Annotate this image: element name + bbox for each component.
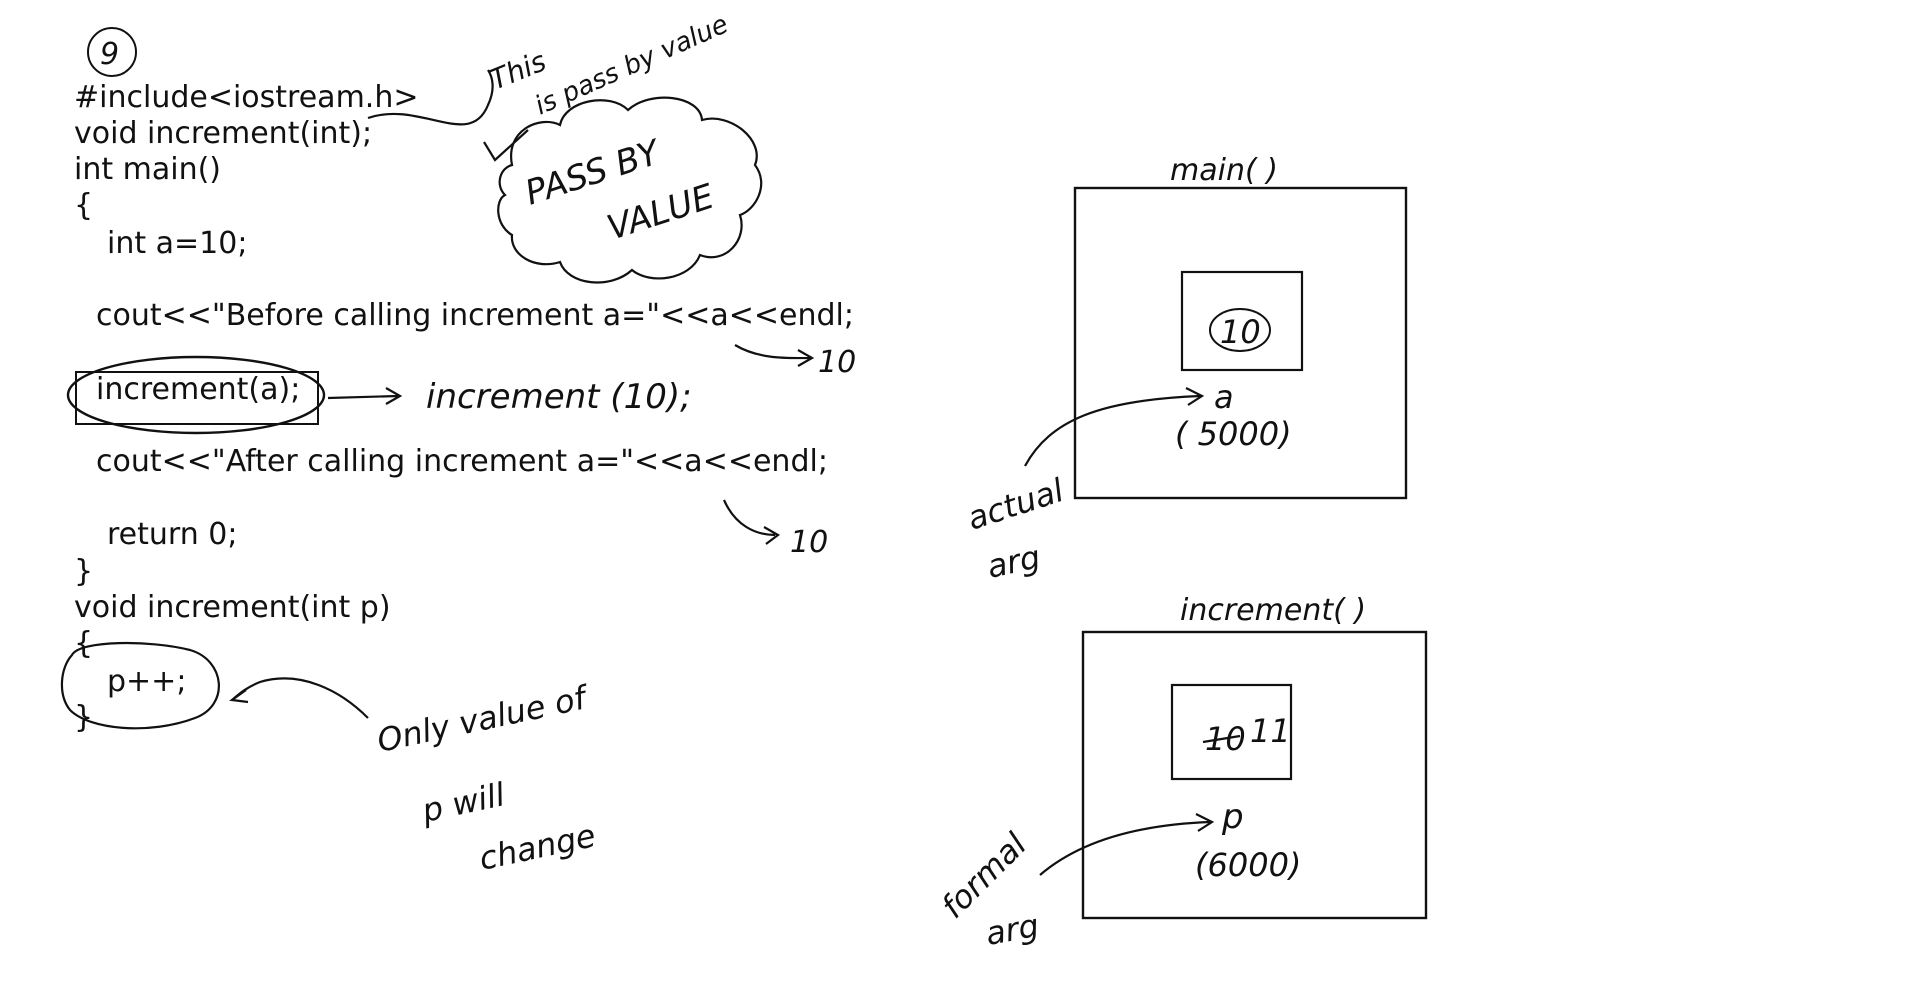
main-frame-box <box>1073 186 1408 500</box>
call-highlight-box <box>75 371 319 425</box>
formal-arg-arrow <box>1039 813 1215 876</box>
variable-p-address: (6000) <box>1195 846 1301 884</box>
increment-frame-label: increment( ) <box>1180 593 1366 628</box>
formal-arg-line2: arg <box>983 906 1042 953</box>
only-value-line1: Only value of <box>374 678 594 760</box>
only-value-line3: change <box>476 816 599 878</box>
question-number-text: 9 <box>100 37 119 72</box>
code-line-declare-a: int a=10; <box>107 226 248 261</box>
code-line-call-increment: increment(a); <box>96 372 301 407</box>
code-line-increment-def: void increment(int p) <box>74 590 391 625</box>
after-output-arrow <box>722 499 780 545</box>
actual-arg-line2: arg <box>984 538 1044 586</box>
variable-p-name: p <box>1221 797 1244 837</box>
question-number: 9 <box>87 27 137 77</box>
call-expansion-arrow <box>327 387 403 405</box>
variable-a-value: 10 <box>1220 313 1261 351</box>
variable-a-address: ( 5000) <box>1175 415 1292 453</box>
call-highlight-circle <box>66 355 326 435</box>
pass-note-line2: is pass by value <box>531 9 733 121</box>
code-line-increment-p: p++; <box>107 664 187 699</box>
increment-highlight-circle <box>60 641 220 730</box>
code-line-include: #include<iostream.h> <box>74 80 419 115</box>
after-output-value: 10 <box>790 525 828 560</box>
actual-arg-line1: actual <box>963 471 1069 538</box>
code-line-open-brace-2: { <box>74 626 94 661</box>
code-line-close-brace: } <box>74 554 94 589</box>
code-line-close-brace-2: } <box>74 700 94 735</box>
value-10-circle <box>1209 308 1271 352</box>
code-line-return: return 0; <box>107 517 238 552</box>
variable-p-new-value: 11 <box>1250 712 1291 750</box>
increment-frame-box <box>1081 630 1428 920</box>
cloud-line2: VALUE <box>602 177 719 249</box>
main-frame: main( ) 10 a ( 5000) <box>1073 153 1408 500</box>
strike-through-line <box>1202 734 1241 744</box>
actual-arg-arrow <box>1024 387 1205 467</box>
code-line-main: int main() <box>74 152 222 187</box>
variable-a-cell <box>1180 270 1304 372</box>
prototype-note-arrow <box>367 69 494 126</box>
code-line-cout-after: cout<<"After calling increment a="<<a<<e… <box>96 444 828 479</box>
code-line-prototype: void increment(int); <box>74 116 373 151</box>
code-line-open-brace: { <box>74 188 94 223</box>
before-output-value: 10 <box>818 345 856 380</box>
check-mark-icon <box>483 129 529 162</box>
variable-p-cell <box>1170 683 1293 781</box>
only-value-arrow <box>229 677 369 719</box>
variable-a-name: a <box>1214 378 1234 416</box>
only-value-line2: p will <box>418 775 508 830</box>
code-line-cout-before: cout<<"Before calling increment a="<<a<<… <box>96 298 854 333</box>
call-expansion-text: increment (10); <box>426 377 692 417</box>
cloud-shape <box>497 96 763 284</box>
main-frame-label: main( ) <box>1170 153 1278 188</box>
before-output-arrow <box>734 344 815 367</box>
increment-frame: increment( ) 10 11 p (6000) <box>1081 593 1428 920</box>
